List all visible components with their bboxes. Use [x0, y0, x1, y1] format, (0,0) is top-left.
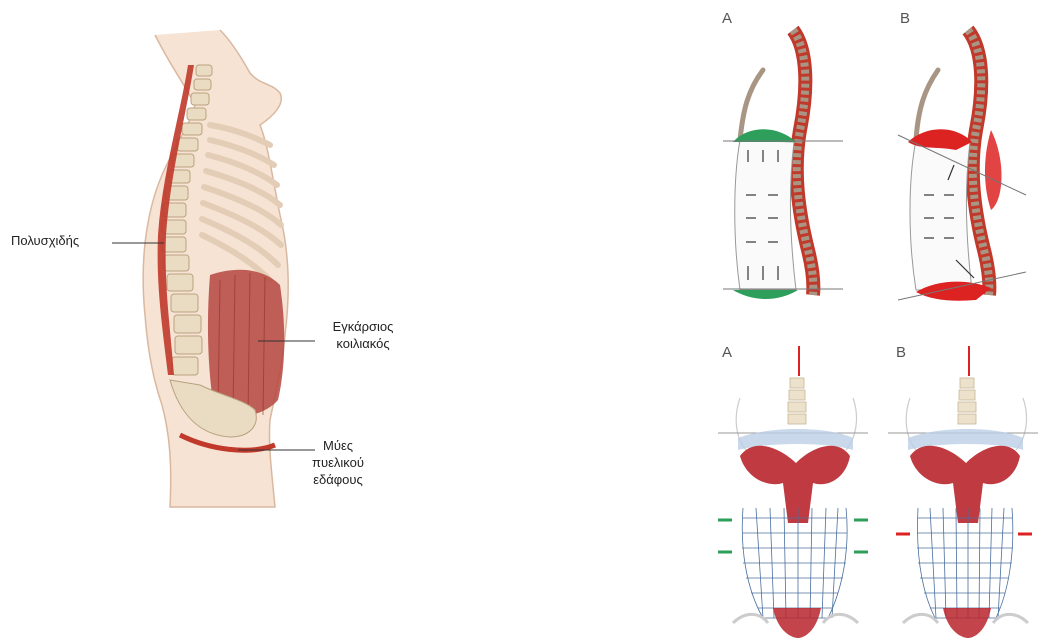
- pelvic-floor-green-a: [733, 290, 798, 299]
- label-pelvic-line2: πυελικού: [298, 454, 378, 471]
- side-view-panel-b: B: [896, 10, 1036, 310]
- label-transverse-line2: κοιλιακός: [318, 335, 408, 352]
- label-pelvic-line1: Μύες: [298, 437, 378, 454]
- label-multifidus: Πολυσχιδής: [11, 232, 79, 249]
- front-view-panel-b: B: [888, 338, 1038, 638]
- label-pelvic-line3: εδάφους: [298, 471, 378, 488]
- side-panel-b-letter: B: [900, 10, 910, 27]
- front-panel-a-letter: A: [722, 344, 732, 361]
- side-panel-a-letter: A: [722, 10, 732, 27]
- side-view-panel-a: A: [718, 10, 858, 310]
- label-transverse-line1: Εγκάρσιος: [318, 318, 408, 335]
- front-view-panel-a: A: [718, 338, 868, 638]
- label-transverse-abdominis: Εγκάρσιος κοιλιακός: [318, 318, 408, 352]
- front-panel-b-letter: B: [896, 344, 906, 361]
- label-pelvic-floor: Μύες πυελικού εδάφους: [298, 437, 378, 488]
